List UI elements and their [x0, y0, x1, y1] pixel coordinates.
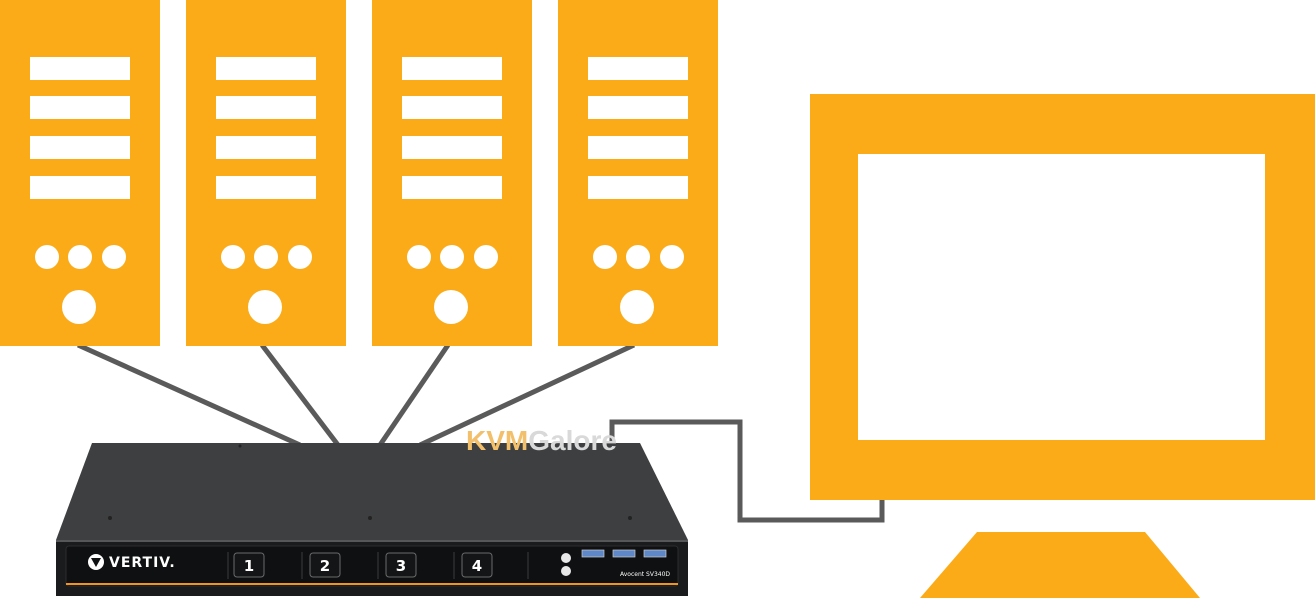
port-3-button[interactable]: 3 [385, 552, 417, 578]
watermark-kvm: KVM [466, 425, 528, 456]
cable-server-1 [76, 342, 302, 448]
port-4-label: 4 [472, 557, 482, 575]
cable-server-4 [418, 342, 636, 448]
cable-server-2 [260, 343, 340, 447]
port-1-button[interactable]: 1 [233, 552, 265, 578]
server-cables [76, 342, 636, 448]
watermark: KVMGalore [466, 425, 617, 456]
port-2-label: 2 [320, 557, 330, 575]
server-tower-icon [186, 0, 346, 346]
headphone-jack-icon [561, 566, 571, 576]
microphone-jack-icon [561, 553, 571, 563]
server-tower-icon [558, 0, 718, 346]
brand-label: VERTIV. [109, 555, 176, 571]
usb-port-icon [612, 549, 636, 558]
server-towers [0, 0, 718, 346]
port-3-label: 3 [396, 557, 406, 575]
kvm-switch: VERTIV. 1 2 3 4 [56, 443, 688, 596]
port-1-label: 1 [244, 557, 254, 575]
port-2-button[interactable]: 2 [309, 552, 341, 578]
cable-monitor [609, 419, 885, 523]
port-4-button[interactable]: 4 [461, 552, 493, 578]
monitor-stand [920, 532, 1200, 598]
model-label: Avocent SV340D [620, 571, 670, 578]
accent-line [66, 583, 678, 585]
watermark-galore: Galore [528, 425, 617, 456]
kvm-switch-top [56, 443, 688, 540]
usb-port-icon [643, 549, 667, 558]
monitor-icon [810, 94, 1315, 598]
server-tower-icon [0, 0, 160, 346]
server-tower-icon [372, 0, 532, 346]
cable-server-3 [377, 343, 451, 447]
usb-port-icon [581, 549, 605, 558]
